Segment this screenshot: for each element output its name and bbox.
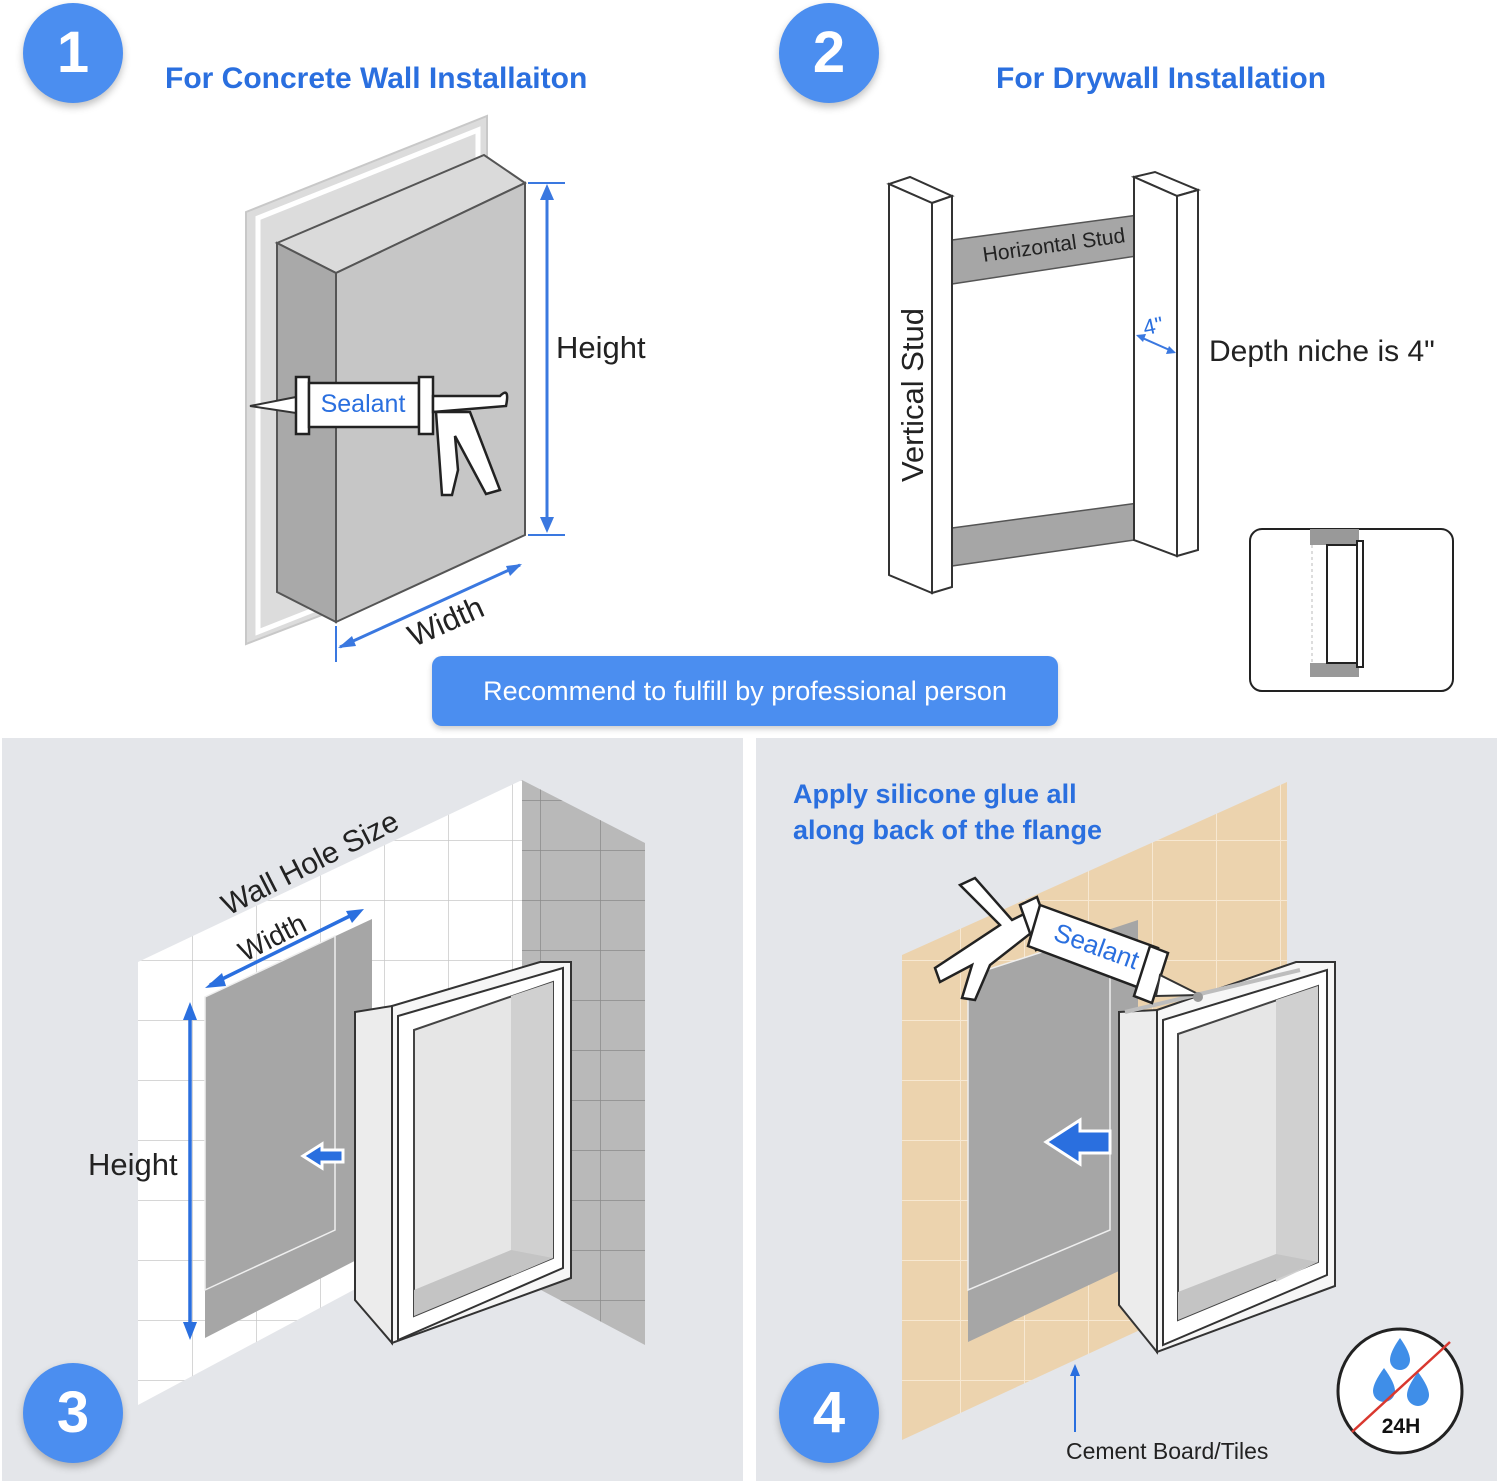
insert-arrow-icon-2 xyxy=(1043,1117,1112,1167)
step-4-instruction-line1: Apply silicone glue all xyxy=(793,779,1077,809)
step-3-badge: 3 xyxy=(23,1363,123,1463)
drywall-stud-figure: 4" Horizontal Stud Vertical Stud Depth n… xyxy=(886,170,1454,692)
professional-install-banner: Recommend to fulfill by professional per… xyxy=(432,656,1058,726)
cement-board-label: Cement Board/Tiles xyxy=(1066,1438,1268,1464)
step-2-badge: 2 xyxy=(779,3,879,103)
step-4-instruction-line2: along back of the flange xyxy=(793,815,1103,845)
tile-wall-hole-figure: Wall Hole Size Width Height xyxy=(88,780,645,1405)
vertical-stud-label: Vertical Stud xyxy=(895,308,930,482)
depth-note: Depth niche is 4" xyxy=(1209,335,1435,368)
cure-time-label: 24H xyxy=(1382,1415,1421,1438)
no-water-24h-icon: 24H xyxy=(1336,1327,1464,1455)
hole-height-label: Height xyxy=(88,1147,178,1182)
section-detail-icon xyxy=(1249,528,1454,692)
step-1-badge: 1 xyxy=(23,3,123,103)
height-label: Height xyxy=(556,330,646,365)
step-1-heading: For Concrete Wall Installaiton xyxy=(165,62,588,95)
step-4-badge: 4 xyxy=(779,1363,879,1463)
step-2-heading: For Drywall Installation xyxy=(996,62,1327,95)
sealant-label: Sealant xyxy=(321,390,406,418)
concrete-wall-figure: Sealant Height Width xyxy=(245,114,646,662)
insert-arrow-icon xyxy=(300,1141,345,1171)
